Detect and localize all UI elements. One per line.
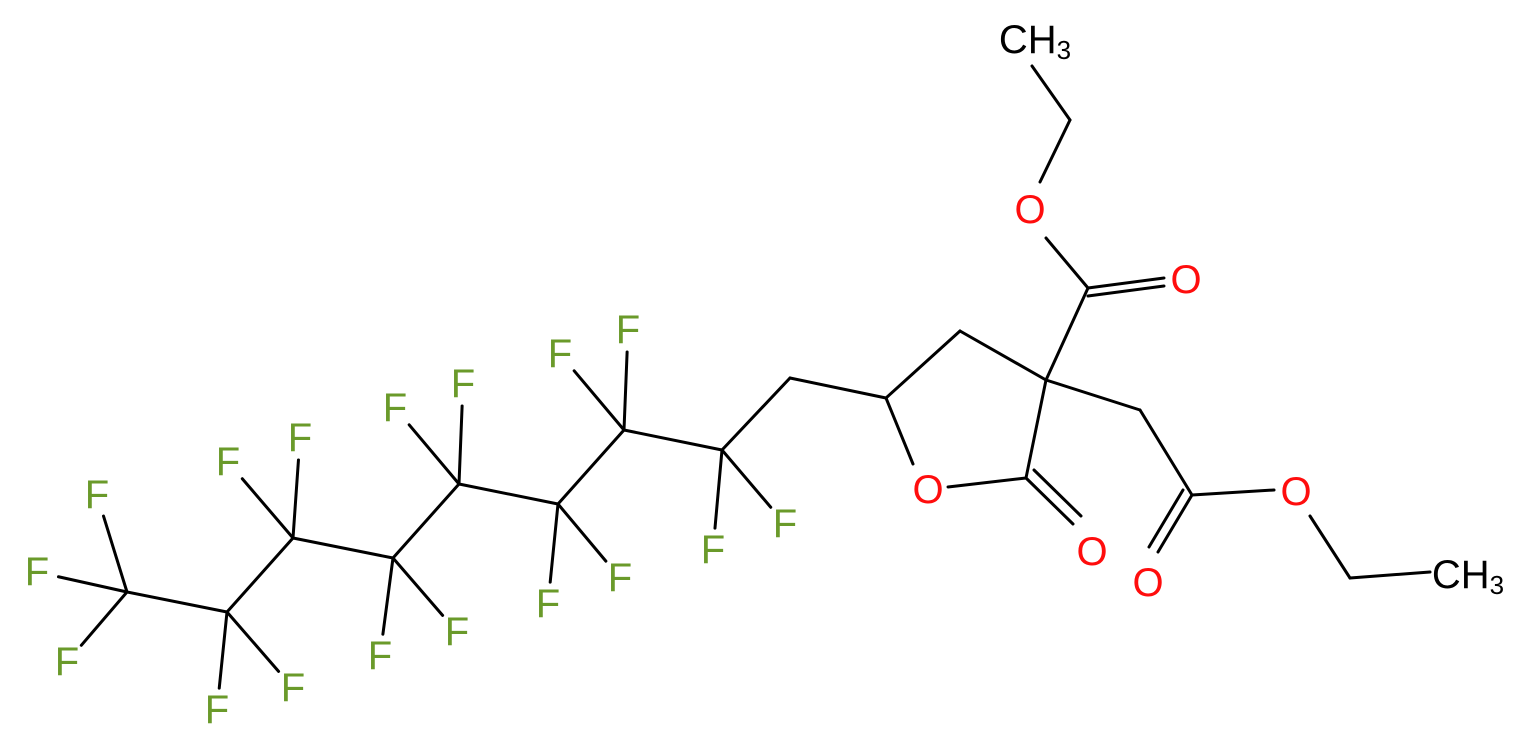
methyl-group: CH3 xyxy=(999,18,1071,65)
bond-line xyxy=(407,423,461,486)
ester-carbonyl-oxygen: O xyxy=(1170,258,1201,302)
bond-line xyxy=(225,610,281,673)
bond-line xyxy=(381,556,395,636)
fluorine-atom: F xyxy=(368,634,392,678)
bond-line xyxy=(457,404,464,486)
bond-line xyxy=(556,428,626,506)
fluorine-atom: F xyxy=(383,386,407,430)
fluorine-atom: F xyxy=(205,688,229,732)
fluorine-atom: F xyxy=(216,440,240,484)
fluorine-atom: F xyxy=(281,666,305,710)
bond-lines xyxy=(56,64,1432,690)
fluorine-atom: F xyxy=(608,556,632,600)
bond-line xyxy=(225,536,295,614)
bond-line xyxy=(1190,488,1276,497)
acetate-ester-oxygen: O xyxy=(1280,470,1311,514)
bond-line xyxy=(622,350,629,432)
bond-line xyxy=(572,369,626,432)
fluorine-atom: F xyxy=(55,640,79,684)
fluorine-atom: F xyxy=(616,308,640,352)
bond-line xyxy=(958,329,1048,382)
methyl-group: CH3 xyxy=(1432,553,1504,600)
ring-oxygen-atom: O xyxy=(912,468,943,512)
fluorine-atom: F xyxy=(25,550,49,594)
bond-line xyxy=(56,575,129,594)
fluorine-atom: F xyxy=(536,582,560,626)
bond-line xyxy=(1086,284,1166,298)
bond-line xyxy=(622,428,724,452)
lactone-carbonyl-oxygen: O xyxy=(1076,530,1107,574)
fluorine-atom: F xyxy=(773,502,797,546)
fluorine-atom: F xyxy=(701,528,725,572)
bond-line xyxy=(1030,64,1072,122)
methyl-subscript: 3 xyxy=(1057,35,1071,65)
bond-line xyxy=(1138,408,1194,497)
bond-line xyxy=(1044,286,1090,382)
bond-line xyxy=(788,376,888,400)
bond-line xyxy=(1156,493,1194,554)
bond-line xyxy=(291,536,395,560)
bond-line xyxy=(720,448,773,509)
bond-line xyxy=(391,556,445,617)
bond-line xyxy=(1024,476,1075,526)
bond-line xyxy=(556,502,608,563)
bond-line xyxy=(391,482,461,560)
bond-line xyxy=(1032,468,1083,518)
bond-line xyxy=(1044,236,1090,290)
bond-line xyxy=(1044,378,1142,412)
acetate-carbonyl-oxygen: O xyxy=(1132,561,1163,605)
bond-line xyxy=(79,590,129,647)
bond-line xyxy=(1147,488,1185,549)
bond-line xyxy=(946,476,1028,489)
fluorine-atom: F xyxy=(85,473,109,517)
ester-oxygen: O xyxy=(1014,188,1045,232)
fluorine-atom: F xyxy=(445,610,469,654)
bond-line xyxy=(1024,378,1048,480)
bond-line xyxy=(1086,276,1166,290)
bond-line xyxy=(1308,514,1352,580)
bond-line xyxy=(240,477,295,540)
bond-line xyxy=(1038,118,1072,184)
bond-line xyxy=(720,376,792,452)
bond-line xyxy=(125,590,229,614)
bond-line xyxy=(884,329,962,400)
methyl-subscript: 3 xyxy=(1490,570,1504,600)
bond-line xyxy=(884,396,915,466)
bond-line xyxy=(217,610,229,690)
bond-line xyxy=(713,448,724,530)
bond-line xyxy=(291,458,300,540)
bond-line xyxy=(457,482,560,506)
fluorine-atom: F xyxy=(451,362,475,406)
bond-line xyxy=(548,502,560,584)
bond-line xyxy=(1348,570,1432,580)
bond-line xyxy=(102,514,129,594)
fluorine-atom: F xyxy=(288,416,312,460)
fluorine-atom: F xyxy=(548,332,572,376)
